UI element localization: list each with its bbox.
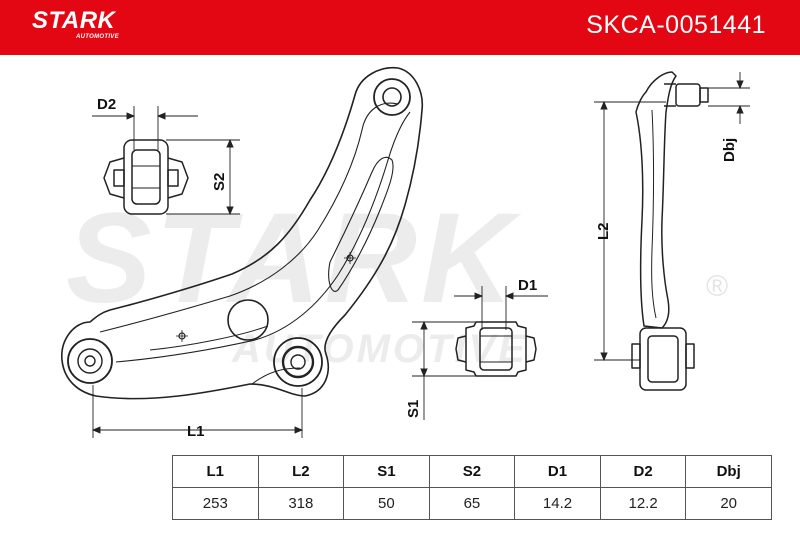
brand-logo: STARK AUTOMOTIVE: [22, 7, 142, 45]
front-bushing-view: [455, 321, 537, 377]
spec-value-d1: 14.2: [514, 487, 601, 520]
spec-value-dbj: 20: [685, 487, 772, 520]
dimension-d2: [92, 106, 198, 150]
spec-header-l2: L2: [257, 455, 345, 488]
spec-value-s2: 65: [428, 487, 516, 520]
rear-bushing-view: [103, 139, 189, 215]
header-bar: STARK AUTOMOTIVE SKCA-0051441: [0, 0, 800, 55]
registered-mark: ®: [706, 270, 728, 303]
watermark-text: STARK: [66, 187, 522, 330]
spec-header-dbj: Dbj: [685, 455, 772, 488]
label-l1: L1: [187, 423, 205, 440]
control-arm-main-view: [61, 67, 424, 400]
dimension-l1: [91, 385, 304, 438]
brand-subtitle: AUTOMOTIVE: [76, 34, 119, 40]
label-l2: L2: [595, 222, 612, 240]
label-d2: D2: [97, 96, 116, 113]
brand-name: STARK: [32, 7, 116, 34]
label-dbj: Dbj: [721, 138, 738, 162]
spec-value-l1: 253: [172, 487, 259, 520]
spec-header-d2: D2: [599, 455, 687, 488]
technical-drawing: STARK AUTOMOTIVE ®: [61, 67, 750, 440]
spec-header-l1: L1: [172, 455, 259, 488]
spec-header-s1: S1: [343, 455, 430, 488]
spec-value-d2: 12.2: [599, 487, 687, 520]
control-arm-side-view: [631, 71, 709, 391]
dimension-dbj: [708, 72, 750, 124]
spec-value-s1: 50: [343, 487, 430, 520]
dimension-s2: [166, 138, 240, 216]
spec-header-s2: S2: [428, 455, 516, 488]
label-s2: S2: [211, 173, 228, 191]
spec-table: L1 L2 S1 S2 D1 D2 Dbj 253 318 50 65 14.2…: [172, 455, 772, 520]
watermark-subtext: AUTOMOTIVE: [231, 327, 528, 371]
label-d1: D1: [518, 277, 537, 294]
spec-table-value-row: 253 318 50 65 14.2 12.2 20: [172, 487, 772, 520]
dimension-l2: [594, 100, 666, 362]
label-s1: S1: [405, 400, 422, 418]
dimension-s1: [412, 320, 476, 420]
part-number: SKCA-0051441: [586, 11, 766, 39]
spec-value-l2: 318: [257, 487, 345, 520]
spec-header-d1: D1: [514, 455, 601, 488]
dimension-d1: [454, 286, 548, 330]
spec-table-header-row: L1 L2 S1 S2 D1 D2 Dbj: [172, 455, 772, 488]
